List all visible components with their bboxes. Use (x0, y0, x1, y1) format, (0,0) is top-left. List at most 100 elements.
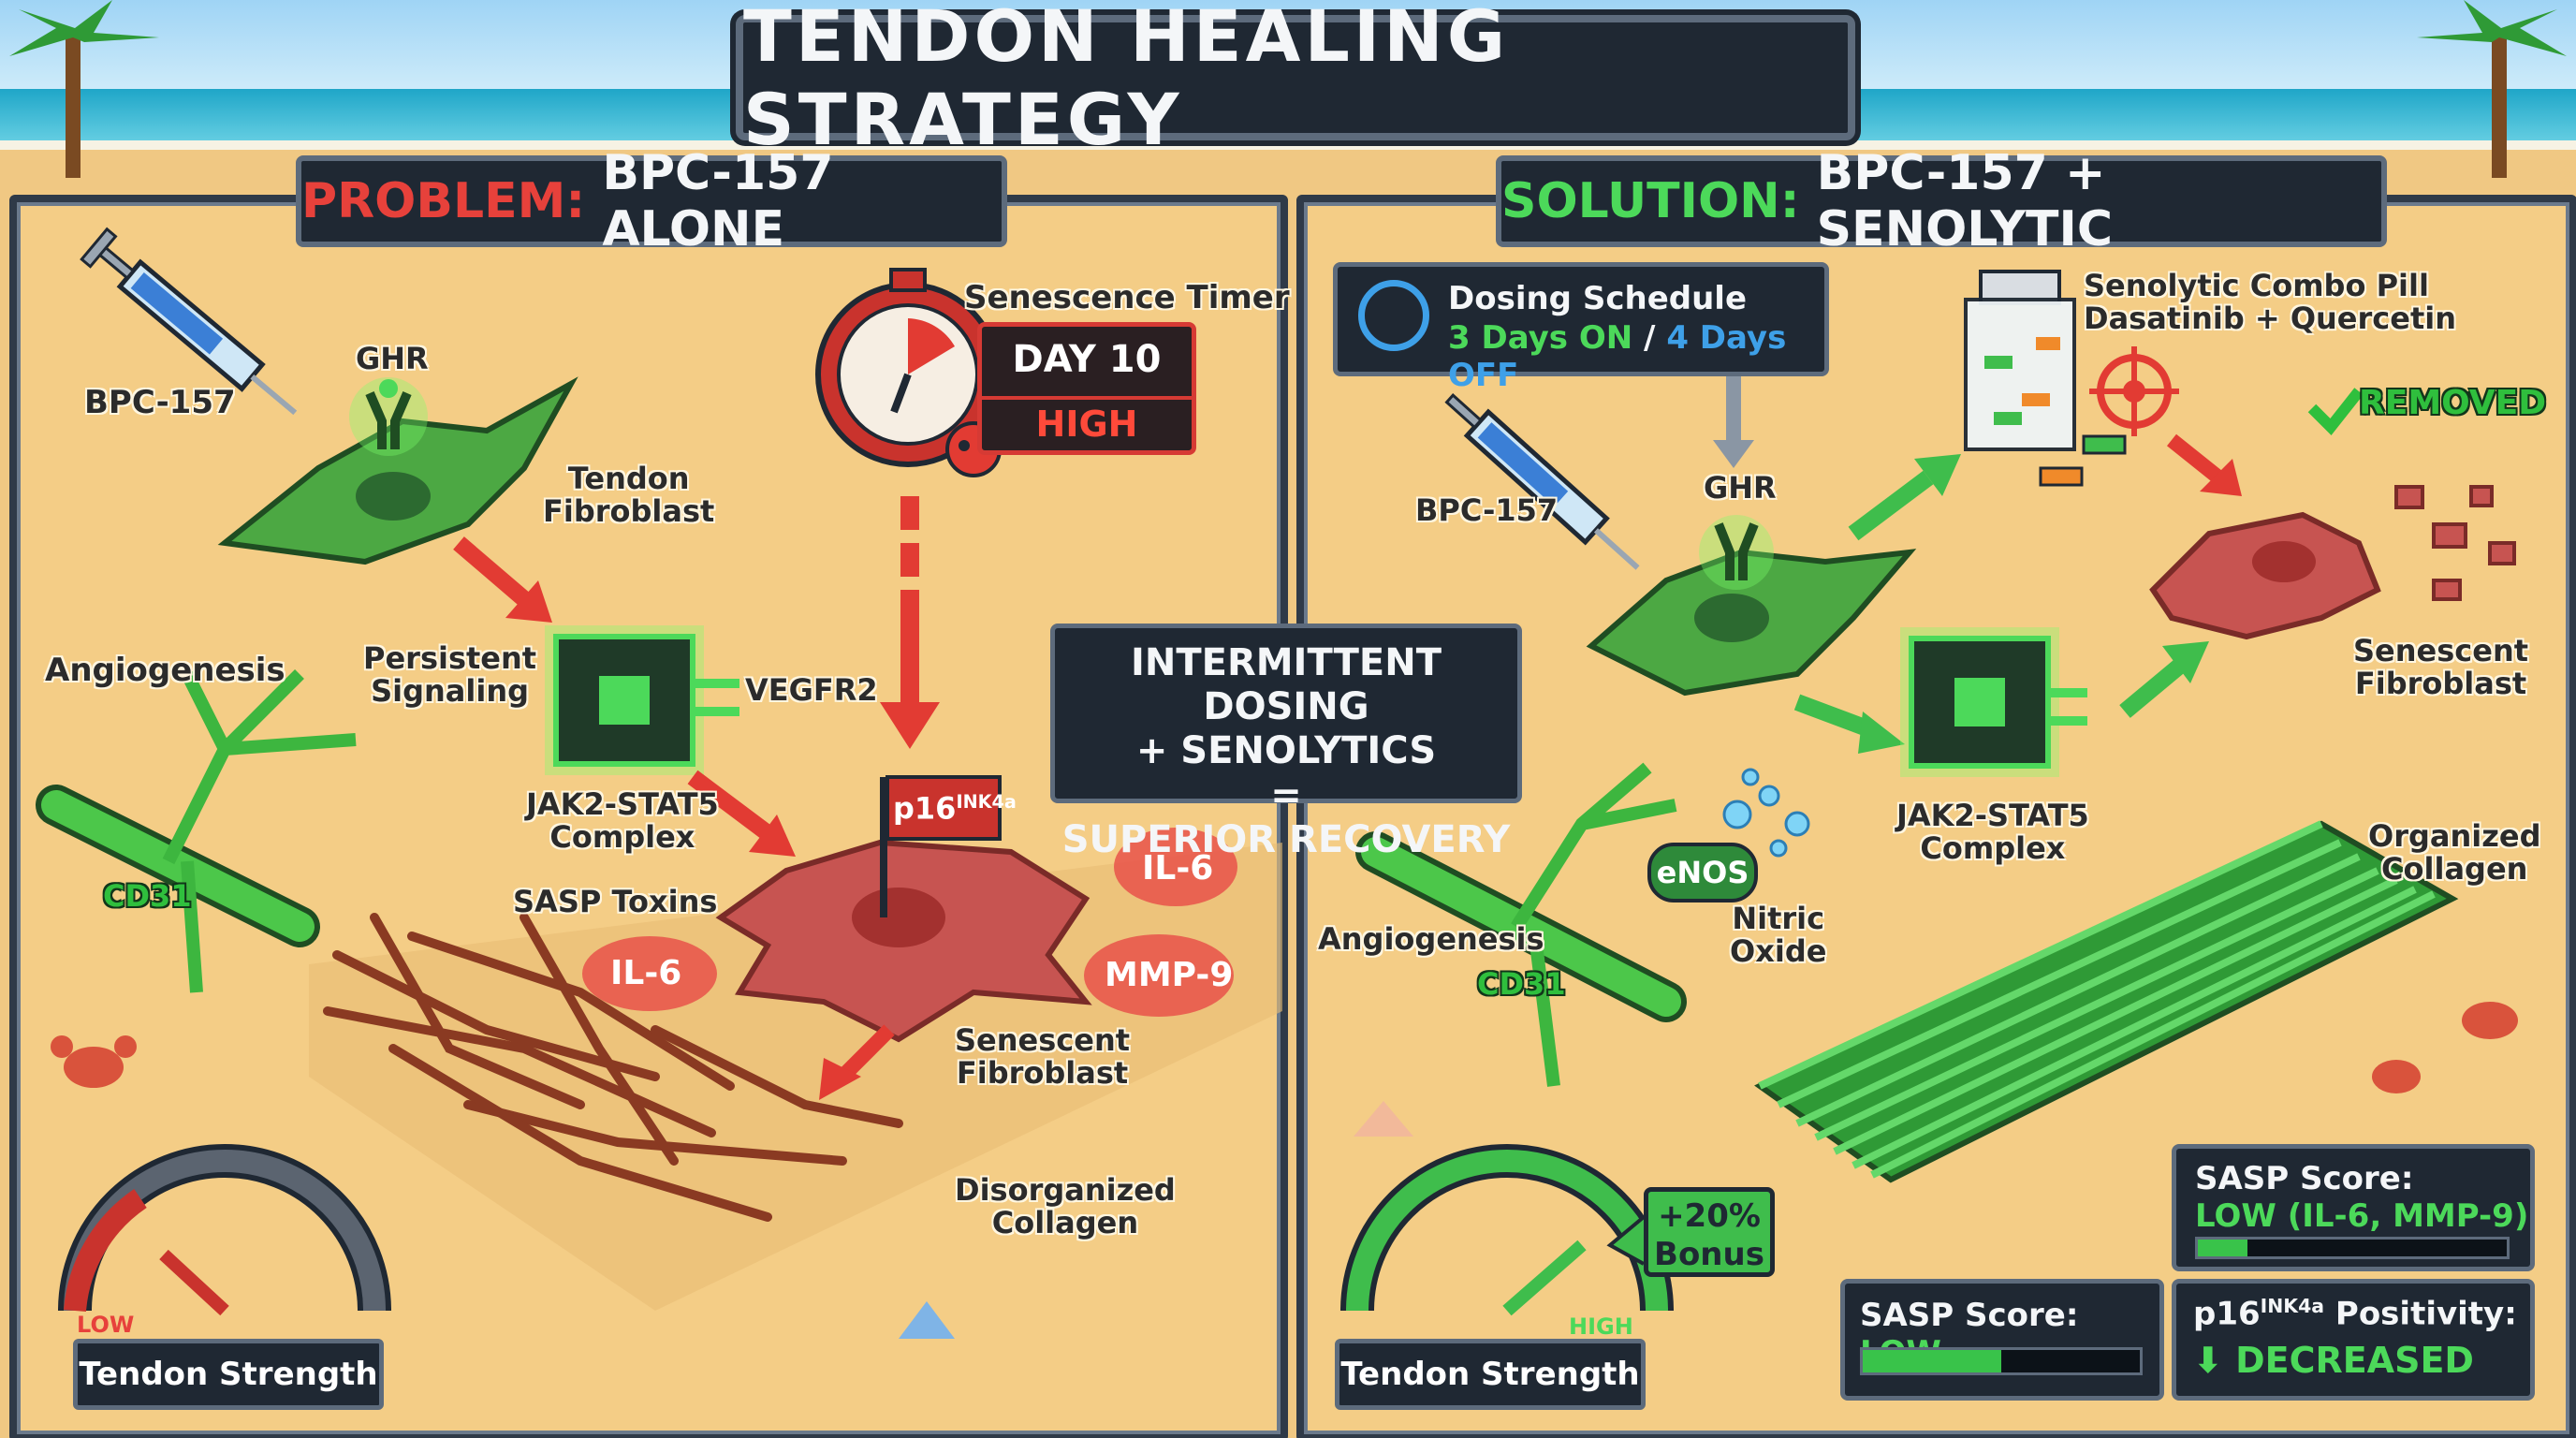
blood-vessel (36, 669, 357, 993)
senescent-fibroblast-label-right: Senescent Fibroblast (2353, 633, 2529, 702)
chip-icon (1900, 627, 2087, 777)
gauge-high-label: HIGH (1569, 1313, 1633, 1340)
senescent-fibroblast-label-left: Senescent Fibroblast (955, 1022, 1131, 1092)
p16-title: p16INK4a Positivity: (2193, 1295, 2517, 1332)
organized-collagen (1754, 820, 2459, 1183)
problem-header: PROBLEM: BPC-157 ALONE (296, 145, 1007, 257)
nitric-oxide-bubbles (1722, 768, 1810, 858)
persistent-signaling-label: Persistent Signaling (363, 640, 537, 710)
sasp-mini-prefix: SASP Score: (1860, 1297, 2079, 1334)
enos-badge: eNOS (1647, 843, 1758, 902)
tendon-fibroblast-label: Tendon Fibroblast (543, 461, 715, 530)
cd31-label-right: CD31 (1477, 966, 1566, 1002)
tendon-strength-gauge-low (58, 1144, 391, 1316)
sasp-score-panel: SASP Score: LOW (IL-6, MMP-9) (2172, 1144, 2535, 1271)
jak-stat-label-left: JAK2-STAT5 Complex (526, 786, 719, 856)
il6-label-a: IL-6 (1142, 849, 1214, 888)
palm-tree-icon (2417, 0, 2567, 178)
palm-tree-icon (9, 0, 159, 178)
shell-icon (899, 1301, 955, 1339)
angiogenesis-label-left: Angiogenesis (45, 652, 285, 689)
problem-title: BPC-157 ALONE (602, 145, 834, 257)
p16-superscript: INK4a (956, 791, 1017, 813)
summary-box: INTERMITTENT DOSING + SENOLYTICS = SUPER… (1050, 624, 1522, 861)
p16-title-text: p16 (2193, 1295, 2261, 1333)
solution-title: BPC-157 + SENOLYTIC (1816, 145, 2113, 257)
organized-collagen-label: Organized Collagen (2368, 818, 2541, 888)
right-gauge-labels: HIGH Tendon Strength (1335, 1198, 1655, 1410)
cell-fragments (2394, 485, 2516, 601)
check-icon (2307, 388, 2364, 436)
bpc-label-right: BPC-157 (1415, 492, 1559, 528)
bpc-label-left: BPC-157 (84, 384, 236, 421)
senescence-timer-label: Senescence Timer (964, 279, 1290, 316)
solution-prefix: SOLUTION: (1501, 173, 1800, 229)
chip-icon (545, 625, 739, 775)
blood-vessel (1355, 762, 1687, 1087)
target-icon (2089, 346, 2179, 436)
pill-bottle-icon (1964, 270, 2127, 487)
syringe-icon (1444, 393, 1640, 570)
sasp-bar-fill (2198, 1240, 2247, 1256)
disorganized-collagen (323, 913, 903, 1222)
dosing-separator: / (1632, 319, 1667, 357)
title-banner: TENDON HEALING STRATEGY (736, 0, 1855, 161)
clock-cycle-icon (1358, 280, 1429, 351)
cd31-label-left: CD31 (103, 878, 192, 914)
flag-icon (880, 775, 1002, 917)
left-gauge-labels: LOW Tendon Strength (73, 1198, 393, 1410)
receptor-icon (1699, 515, 1774, 590)
ghr-label-left: GHR (356, 341, 429, 376)
dosing-off: 4 Days OFF (1448, 319, 1787, 394)
crab-icon (2372, 1002, 2518, 1093)
summary-line-3: = (1270, 773, 1302, 817)
p16-flag-label: p16INK4a (893, 792, 1017, 826)
syringe-icon (80, 227, 298, 416)
problem-prefix: PROBLEM: (301, 173, 586, 229)
timer-arrow (880, 496, 940, 749)
bonus-text: +20% Bonus (1654, 1197, 1764, 1273)
receptor-icon (349, 377, 428, 456)
summary-line-4: SUPERIOR RECOVERY (1061, 817, 1511, 861)
timer-day: DAY 10 (1012, 338, 1162, 381)
dosing-detail: 3 Days ON / 4 Days OFF (1448, 319, 1824, 394)
angiogenesis-label-right: Angiogenesis (1318, 921, 1544, 957)
summary-line-1: INTERMITTENT DOSING (1130, 641, 1442, 729)
dosing-on: 3 Days ON (1448, 319, 1633, 357)
dosing-schedule-box: Dosing Schedule 3 Days ON / 4 Days OFF (1333, 262, 1829, 394)
p16-title-sup: INK4a (2260, 1295, 2325, 1317)
senolytic-pill-label: Senolytic Combo Pill Dasatinib + Quercet… (2084, 268, 2456, 337)
sasp-title: SASP Score: (2195, 1160, 2414, 1197)
bonus-badge: +20% Bonus (1644, 1187, 1775, 1277)
page-title: TENDON HEALING STRATEGY (743, 0, 1510, 161)
sasp-mini-bar-fill (1863, 1350, 2001, 1372)
tendon-strength-label-right: Tendon Strength (1335, 1339, 1646, 1410)
crab-icon (51, 1035, 137, 1088)
il6-label-b: IL-6 (610, 954, 682, 992)
sasp-mini-bar (1860, 1347, 2143, 1375)
dosing-title: Dosing Schedule (1448, 280, 1748, 317)
stopwatch-icon (815, 268, 1001, 467)
p16-positivity-panel: p16INK4a Positivity: ⬇ DECREASED (2172, 1279, 2535, 1401)
mmp9-label: MMP-9 (1105, 956, 1234, 994)
removed-label: REMOVED (2359, 384, 2547, 422)
sasp-detail: LOW (IL-6, MMP-9) (2195, 1197, 2529, 1235)
p16-title-after: Positivity: (2324, 1295, 2517, 1333)
sasp-toxins-label: SASP Toxins (513, 884, 718, 919)
summary-line-2: + SENOLYTICS (1135, 729, 1437, 773)
jak-stat-label-right: JAK2-STAT5 Complex (1896, 798, 2089, 867)
timer-level: HIGH (982, 396, 1192, 445)
p16-status: ⬇ DECREASED (2193, 1340, 2474, 1381)
ghr-label-right: GHR (1704, 470, 1777, 506)
shell-icon (1354, 1101, 1413, 1137)
sasp-score-mini-panel: SASP Score: LOW (1840, 1279, 2164, 1401)
sasp-bar (2195, 1237, 2510, 1259)
nitric-oxide-label: Nitric Oxide (1730, 901, 1827, 970)
tendon-strength-label-left: Tendon Strength (73, 1339, 384, 1410)
senescence-timer-box: DAY 10 HIGH (977, 322, 1196, 455)
solution-header: SOLUTION: BPC-157 + SENOLYTIC (1496, 145, 2387, 257)
disorganized-collagen-label: Disorganized Collagen (955, 1172, 1176, 1241)
vegfr2-label: VEGFR2 (745, 672, 878, 708)
